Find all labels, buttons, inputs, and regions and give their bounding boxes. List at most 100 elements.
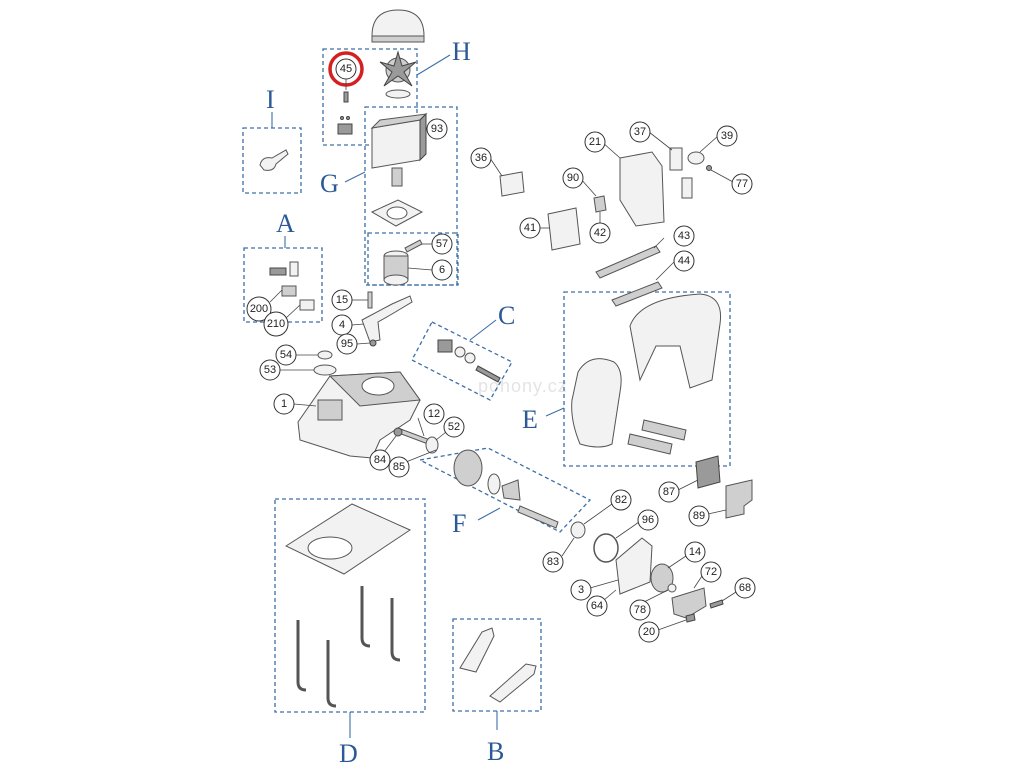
shaft-parts: 12 52 84 85: [369, 403, 465, 478]
pin-15-part: [367, 291, 373, 309]
callout-20-circle[interactable]: [638, 621, 660, 643]
callout-20: 20: [643, 626, 655, 638]
screw-68-part: [709, 599, 724, 609]
callout-6: 6: [439, 264, 445, 276]
callout-52-circle[interactable]: [443, 416, 465, 438]
callout-72: 72: [705, 566, 717, 578]
callout-87: 87: [663, 486, 675, 498]
group-f-box: [417, 447, 592, 533]
group-c-leader: [469, 319, 497, 341]
callout-210-circle[interactable]: [263, 311, 289, 337]
plate-part: [281, 285, 297, 297]
release-key-part: [259, 149, 289, 171]
callout-21: 21: [589, 136, 601, 148]
screw-77-part: [706, 165, 712, 171]
callout-89-circle[interactable]: [688, 505, 710, 527]
callout-95-circle[interactable]: [336, 333, 358, 355]
callout-85-circle[interactable]: [388, 456, 410, 478]
dome-cover-rim: [371, 35, 425, 43]
callout-21-circle[interactable]: [584, 131, 606, 153]
group-a-letter: A: [276, 209, 295, 238]
callout-14-circle[interactable]: [684, 541, 706, 563]
box-36-part: [499, 171, 525, 197]
callout-77: 77: [736, 178, 748, 190]
screw-20-part: [685, 613, 696, 623]
control-unit-parts: 36 21 37 39 77 90 42 41 43: [470, 121, 753, 307]
group-e: E: [522, 291, 731, 467]
callout-68-circle[interactable]: [734, 577, 756, 599]
callout-39-circle[interactable]: [716, 125, 738, 147]
group-e-leader: [545, 407, 565, 417]
callout-89: 89: [693, 510, 705, 522]
small-bracket-part: [337, 123, 353, 135]
callout-53-circle[interactable]: [259, 359, 281, 381]
watermark-text: pohony.cz: [478, 376, 568, 396]
group-spring: 57 6: [367, 232, 459, 286]
callout-15-circle[interactable]: [331, 289, 353, 311]
callout-6-circle[interactable]: [431, 259, 453, 281]
group-a: A 200 210: [243, 209, 323, 337]
seal-54-part: [317, 350, 333, 360]
group-d: D: [274, 498, 426, 768]
callout-54-circle[interactable]: [275, 344, 297, 366]
callout-15: 15: [336, 294, 348, 306]
callout-200-circle[interactable]: [246, 296, 272, 322]
callout-78: 78: [634, 604, 646, 616]
callout-77-circle[interactable]: [731, 173, 753, 195]
encoder-block-part: [437, 339, 453, 353]
motor-part: [370, 112, 428, 187]
callout-52: 52: [448, 421, 460, 433]
callout-210: 210: [267, 318, 285, 330]
callout-64: 64: [591, 600, 603, 612]
callout-53: 53: [264, 364, 276, 376]
group-f-leader: [477, 507, 501, 521]
callout-42-circle[interactable]: [589, 222, 611, 244]
callout-12-circle[interactable]: [423, 403, 445, 425]
callout-64-circle[interactable]: [586, 595, 608, 617]
callout-82: 82: [615, 494, 627, 506]
seal-parts: 54 53: [259, 344, 337, 381]
side-cover-part: [571, 358, 622, 448]
callout-72-circle[interactable]: [700, 561, 722, 583]
flange-3-part: [615, 537, 653, 595]
callout-37-circle[interactable]: [629, 121, 651, 143]
callout-96: 96: [642, 514, 654, 526]
callout-83: 83: [547, 556, 559, 568]
bearing-82-part: [570, 521, 586, 539]
washer-52-part: [425, 436, 439, 454]
callout-96-circle[interactable]: [637, 509, 659, 531]
shaft-f-part: [517, 505, 559, 529]
group-b: B: [452, 618, 542, 766]
group-g-letter: G: [320, 169, 339, 198]
callout-1-circle[interactable]: [273, 393, 295, 415]
callout-93-circle[interactable]: [426, 118, 448, 140]
module-41-part: [547, 207, 581, 251]
callout-41-circle[interactable]: [519, 217, 541, 239]
callout-12: 12: [428, 408, 440, 420]
gear-part: [453, 449, 483, 487]
cone-part: [501, 479, 521, 501]
callout-200: 200: [250, 303, 268, 315]
callout-44-circle[interactable]: [673, 250, 695, 272]
switch-42-part: [593, 195, 607, 213]
callout-90: 90: [567, 172, 579, 184]
callout-3-circle[interactable]: [570, 579, 592, 601]
group-c: C: [411, 301, 515, 401]
callout-87-circle[interactable]: [658, 481, 680, 503]
foundation-plate-part: [284, 503, 412, 575]
callout-84: 84: [374, 454, 386, 466]
group-c-letter: C: [498, 301, 515, 330]
callout-78-circle[interactable]: [629, 599, 651, 621]
callout-83-circle[interactable]: [542, 551, 564, 573]
group-f-letter: F: [452, 509, 466, 538]
callout-82-circle[interactable]: [610, 489, 632, 511]
callout-84-circle[interactable]: [369, 449, 391, 471]
callout-36-circle[interactable]: [470, 147, 492, 169]
callout-57-circle[interactable]: [431, 233, 453, 255]
callout-41: 41: [524, 222, 536, 234]
callout-90-circle[interactable]: [562, 167, 584, 189]
callout-43-circle[interactable]: [673, 225, 695, 247]
pin-84-part: [393, 427, 403, 437]
housing-part: [297, 371, 421, 459]
